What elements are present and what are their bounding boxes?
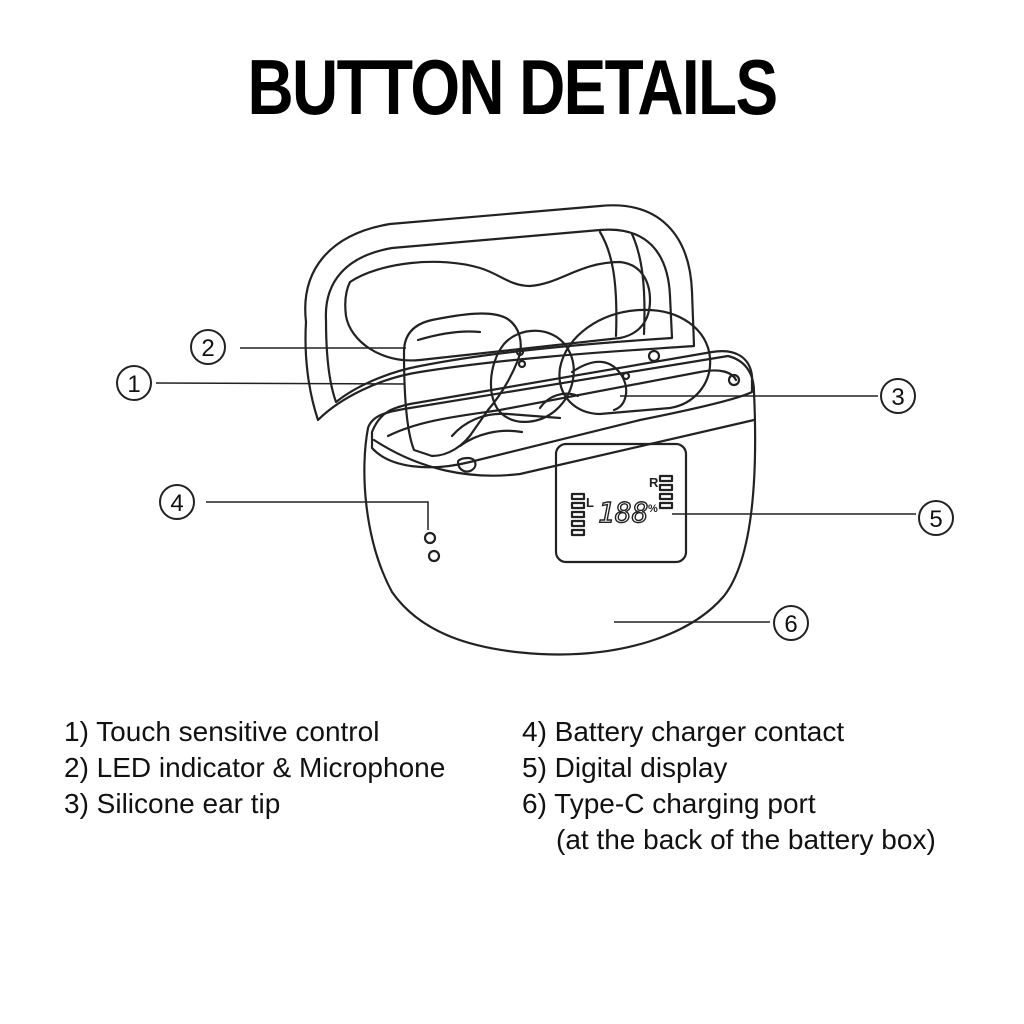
callout-6-circle	[773, 605, 809, 641]
display-percent: %	[648, 503, 658, 515]
legend-item: 5) Digital display	[522, 752, 728, 783]
legend-right-column: 4) Battery charger contact 5) Digital di…	[522, 714, 936, 858]
leader-line-1	[155, 382, 405, 385]
callout-6-number: 6	[784, 611, 797, 638]
legend-item: 3) Silicone ear tip	[64, 788, 281, 819]
legend-item: 1) Touch sensitive control	[64, 716, 380, 747]
legend-item: 2) LED indicator & Microphone	[64, 752, 446, 783]
page-title: BUTTON DETAILS	[247, 43, 779, 131]
legend-item: 6) Type-C charging port	[522, 788, 816, 819]
callout-1-number: 1	[127, 371, 140, 398]
callout-3-number: 3	[891, 384, 904, 411]
callout-5-circle	[918, 500, 954, 536]
lid-cavity	[344, 260, 652, 362]
display-digits: 188	[598, 496, 649, 529]
callout-3-circle	[880, 378, 916, 414]
charger-contact-bottom	[427, 549, 441, 563]
case-lid-inner	[324, 228, 674, 404]
left-earbud	[402, 312, 522, 458]
right-earbud	[558, 308, 712, 416]
case-rim	[370, 350, 754, 469]
digital-display	[554, 442, 688, 564]
left-ear-tip	[489, 329, 575, 423]
left-battery-bars	[570, 492, 586, 537]
legend-left-column: 1) Touch sensitive control 2) LED indica…	[64, 714, 445, 822]
callout-2-circle	[190, 329, 226, 365]
legend-note: (at the back of the battery box)	[556, 824, 936, 855]
display-left-label: L	[586, 495, 594, 510]
callout-1-circle	[116, 365, 152, 401]
case-base-outline	[363, 354, 757, 656]
case-lid-outline	[304, 204, 696, 422]
display-right-label: R	[649, 475, 659, 490]
callout-4-circle	[159, 484, 195, 520]
legend-item: 4) Battery charger contact	[522, 716, 845, 747]
right-battery-bars	[658, 474, 674, 510]
callout-4-number: 4	[170, 490, 183, 517]
leader-line-4	[206, 501, 429, 530]
charger-contact-top	[423, 531, 437, 545]
callout-5-number: 5	[929, 506, 942, 533]
callout-2-number: 2	[201, 335, 214, 362]
